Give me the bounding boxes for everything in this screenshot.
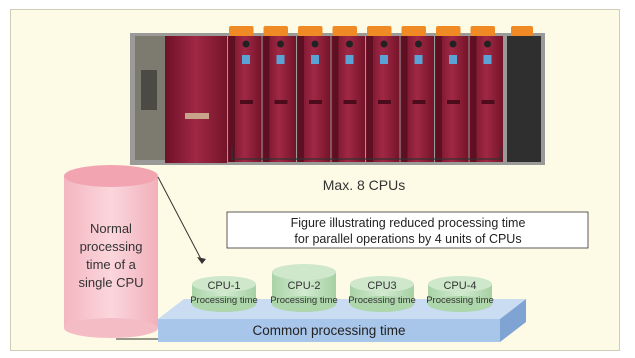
cpu-3-name: CPU3 bbox=[367, 280, 396, 292]
cpu-slot-3-port bbox=[309, 100, 322, 104]
cpu-slot-4-cap bbox=[332, 26, 357, 36]
cpu-slot-4-switch bbox=[345, 55, 354, 64]
cpu-slot-8-edge bbox=[470, 36, 477, 162]
cpu-bracket bbox=[231, 147, 502, 160]
cpu-slot-2-switch bbox=[276, 55, 285, 64]
single-cpu-line-3: time of a bbox=[86, 257, 137, 272]
common-slab-front bbox=[158, 319, 500, 342]
cpu-2-name: CPU-2 bbox=[287, 280, 320, 292]
cpu-slot-2-port bbox=[274, 100, 288, 104]
single-cpu-cylinder-top bbox=[64, 165, 158, 187]
cpu-1-sub: Processing time bbox=[190, 295, 258, 306]
cpu-slot-1-edge bbox=[229, 36, 235, 162]
cpu-cylinder-1: CPU-1 Processing time bbox=[190, 276, 258, 312]
cpu-slot-5-edge bbox=[367, 36, 373, 162]
cpu-slots bbox=[228, 26, 503, 162]
common-slab-side bbox=[500, 299, 526, 342]
cpu-slot-1-switch bbox=[242, 55, 250, 64]
cpu-slot-7-cap bbox=[436, 26, 461, 36]
cpu-slot-6-port bbox=[412, 100, 426, 104]
cpu-cylinder-4: CPU-4 Processing time bbox=[426, 276, 494, 312]
cpu-cylinder-3-top bbox=[350, 276, 414, 292]
cpu-slot-1-cap bbox=[229, 26, 254, 36]
end-module-cap bbox=[511, 26, 533, 36]
cpu-4-name: CPU-4 bbox=[443, 280, 476, 292]
cpu-slot-7-port bbox=[447, 100, 460, 104]
max-cpus-label: Max. 8 CPUs bbox=[323, 177, 405, 193]
cpu-cylinder-4-top bbox=[428, 276, 492, 292]
cpu-slot-6-led bbox=[415, 40, 422, 48]
cpu-slot-5-cap bbox=[367, 26, 392, 36]
cpu-slot-1-port bbox=[240, 100, 253, 104]
end-module bbox=[507, 36, 541, 162]
cpu-slot-4-port bbox=[343, 100, 357, 104]
cpu-slot-4-edge bbox=[332, 36, 339, 162]
cpu-slot-3-cap bbox=[298, 26, 323, 36]
caption-line-1: Figure illustrating reduced processing t… bbox=[291, 216, 526, 230]
plc-rack bbox=[130, 26, 545, 165]
cpu-cylinder-1-top bbox=[192, 276, 256, 292]
single-cpu-cylinder-body bbox=[64, 176, 158, 328]
cpu-4-sub: Processing time bbox=[426, 295, 494, 306]
cpu-slot-5-port bbox=[378, 100, 391, 104]
cpu-cylinder-3: CPU3 Processing time bbox=[348, 276, 416, 312]
cpu-slot-3-switch bbox=[311, 55, 319, 64]
cpu-cylinder-2-bottom bbox=[272, 296, 336, 312]
cpu-slot-2-cap bbox=[263, 26, 288, 36]
caption-box bbox=[226, 211, 589, 249]
cpu-slot-3-led bbox=[311, 40, 319, 48]
cpu-cylinder-2: CPU-2 Processing time bbox=[270, 264, 338, 312]
cpu-slot-5-led bbox=[380, 40, 388, 48]
cpu-cylinder-4-bottom bbox=[428, 296, 492, 312]
base-cpu-module bbox=[165, 36, 227, 163]
single-cpu-line-4: single CPU bbox=[78, 275, 143, 290]
cpu-slot-7-led bbox=[449, 40, 457, 48]
cpu-slot-1-led bbox=[242, 40, 250, 48]
single-cpu-cylinder: Normal processing time of a single CPU bbox=[64, 165, 158, 338]
cpu-slot-8-port bbox=[481, 100, 495, 104]
cpu-2-sub: Processing time bbox=[270, 295, 338, 306]
single-cpu-line-1: Normal bbox=[90, 221, 132, 236]
cpu-3-sub: Processing time bbox=[348, 295, 416, 306]
cpu-slot-5-switch bbox=[380, 55, 388, 64]
cpu-cylinders: CPU-1 Processing time CPU-2 Processing t… bbox=[190, 264, 494, 312]
single-cpu-cylinder-bottom bbox=[64, 318, 158, 338]
cpu-slot-6-cap bbox=[401, 26, 426, 36]
cpu-slot-8-switch bbox=[483, 55, 492, 64]
power-terminals bbox=[141, 70, 157, 110]
module-label bbox=[185, 113, 209, 119]
cpu-slot-8-cap bbox=[470, 26, 495, 36]
connector-top bbox=[157, 176, 203, 262]
cpu-1-name: CPU-1 bbox=[207, 280, 240, 292]
cpu-cylinder-2-top bbox=[272, 264, 336, 280]
cpu-cylinder-1-bottom bbox=[192, 296, 256, 312]
connector-arrowhead bbox=[197, 257, 206, 264]
cpu-cylinder-3-bottom bbox=[350, 296, 414, 312]
cpu-slot-2-led bbox=[277, 40, 284, 48]
cpu-slot-8-led bbox=[484, 40, 491, 48]
caption-line-2: for parallel operations by 4 units of CP… bbox=[294, 232, 521, 246]
cpu-slot-6-switch bbox=[414, 55, 423, 64]
cpu-slot-7-switch bbox=[449, 55, 457, 64]
cpu-slot-7-edge bbox=[436, 36, 442, 162]
cpu-slot-6-edge bbox=[401, 36, 408, 162]
common-processing-label: Common processing time bbox=[252, 323, 405, 338]
single-cpu-line-2: processing bbox=[80, 239, 143, 254]
cpu-slot-3-edge bbox=[298, 36, 304, 162]
cpu-slot-2-edge bbox=[263, 36, 270, 162]
cpu-slot-4-led bbox=[346, 40, 353, 48]
